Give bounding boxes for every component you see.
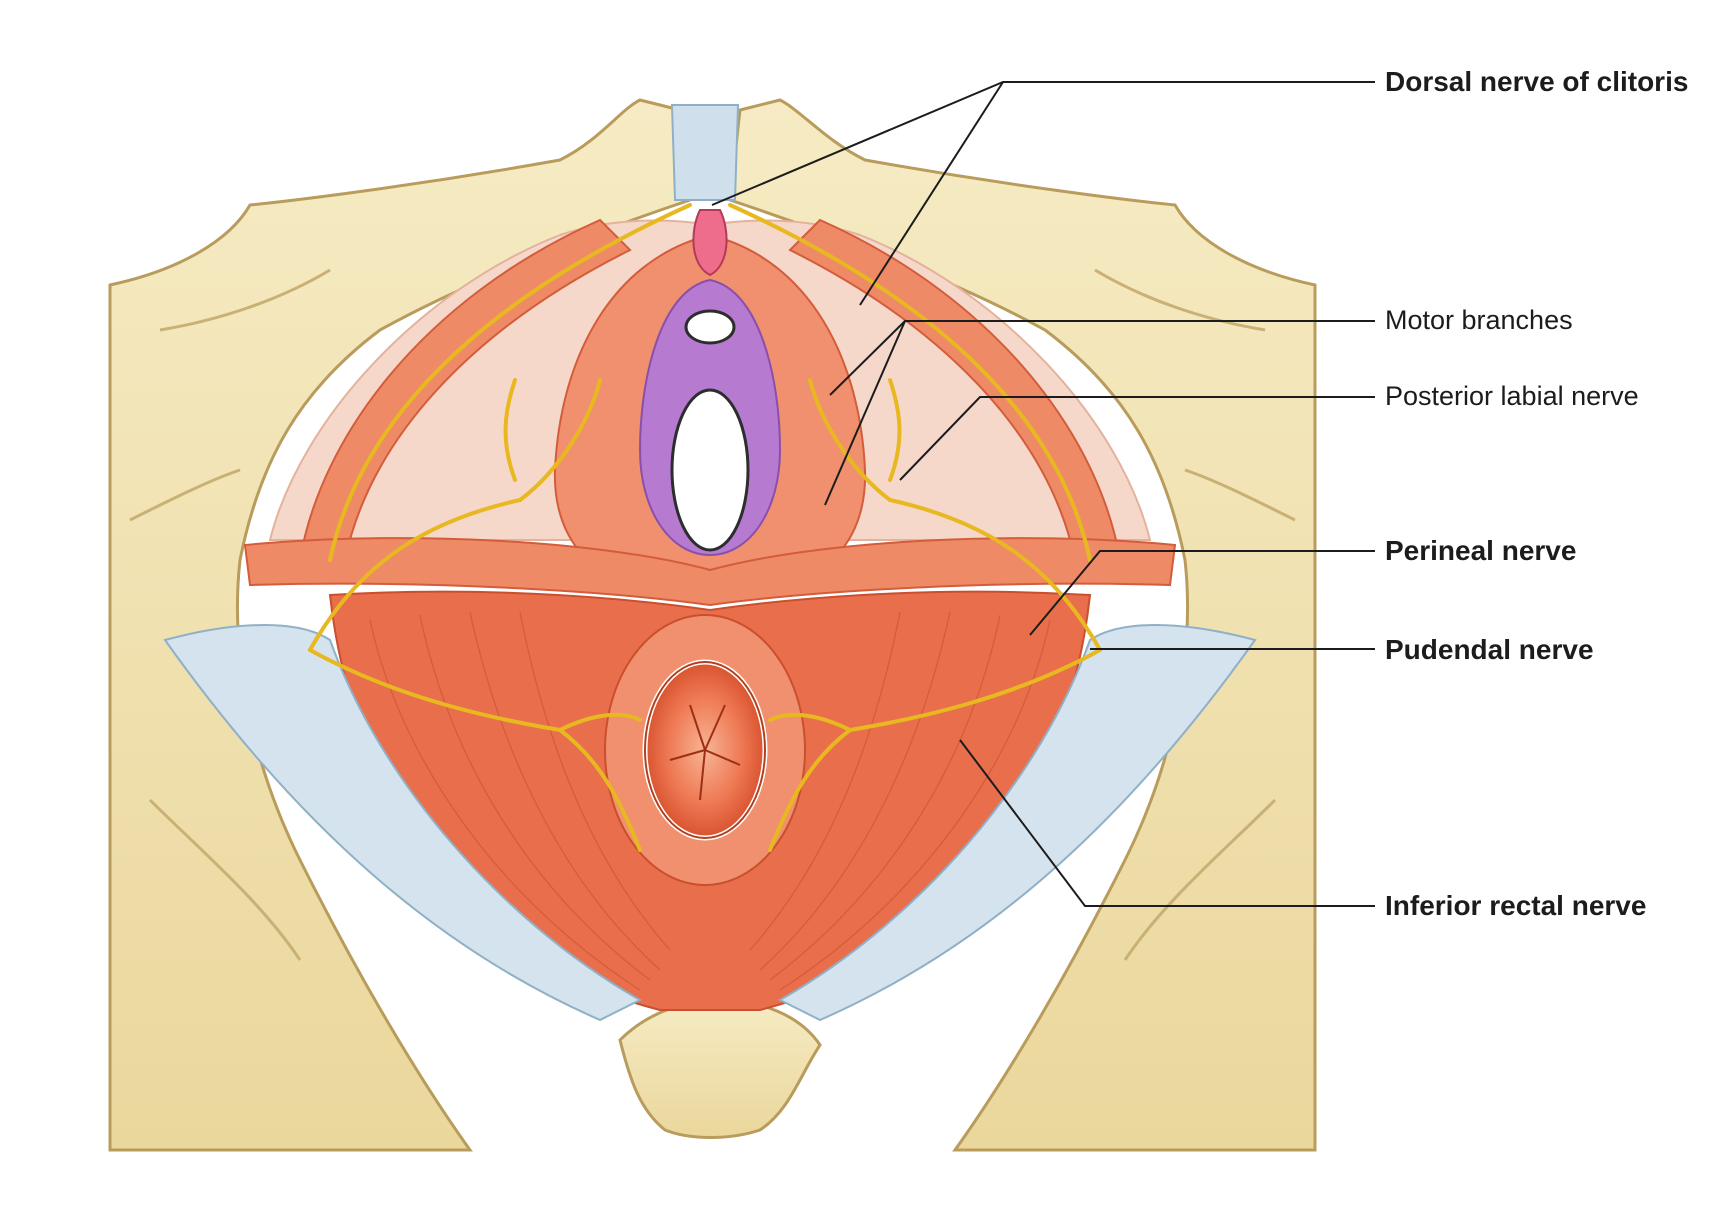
label-perineal-nerve: Perineal nerve (1385, 535, 1577, 566)
pudendal-nerve-right (848, 648, 1102, 732)
label-motor-branches: Motor branches (1385, 305, 1573, 335)
superficial-transverse-perineal (243, 537, 1177, 607)
muscle-fibers (369, 611, 1051, 991)
left-pelvic-bone (108, 98, 692, 1152)
left-sacrotuberous-ligament (163, 624, 643, 1022)
anal-sphincter (604, 614, 806, 886)
label-dorsal-nerve-of-clitoris: Dorsal nerve of clitoris (1385, 66, 1689, 97)
right-sacrotuberous-ligament (777, 624, 1257, 1022)
label-pudendal-nerve: Pudendal nerve (1385, 634, 1594, 665)
nerves (308, 203, 1102, 852)
coccyx (618, 998, 822, 1139)
label-inferior-rectal-nerve: Inferior rectal nerve (1385, 890, 1647, 921)
pudendal-nerve-left (308, 648, 562, 732)
label-posterior-labial-nerve: Posterior labial nerve (1385, 381, 1639, 411)
vaginal-orifice (638, 209, 782, 557)
leader-lines (711, 81, 1375, 907)
pubic-symphysis (670, 104, 740, 201)
right-pelvic-bone (728, 98, 1317, 1152)
